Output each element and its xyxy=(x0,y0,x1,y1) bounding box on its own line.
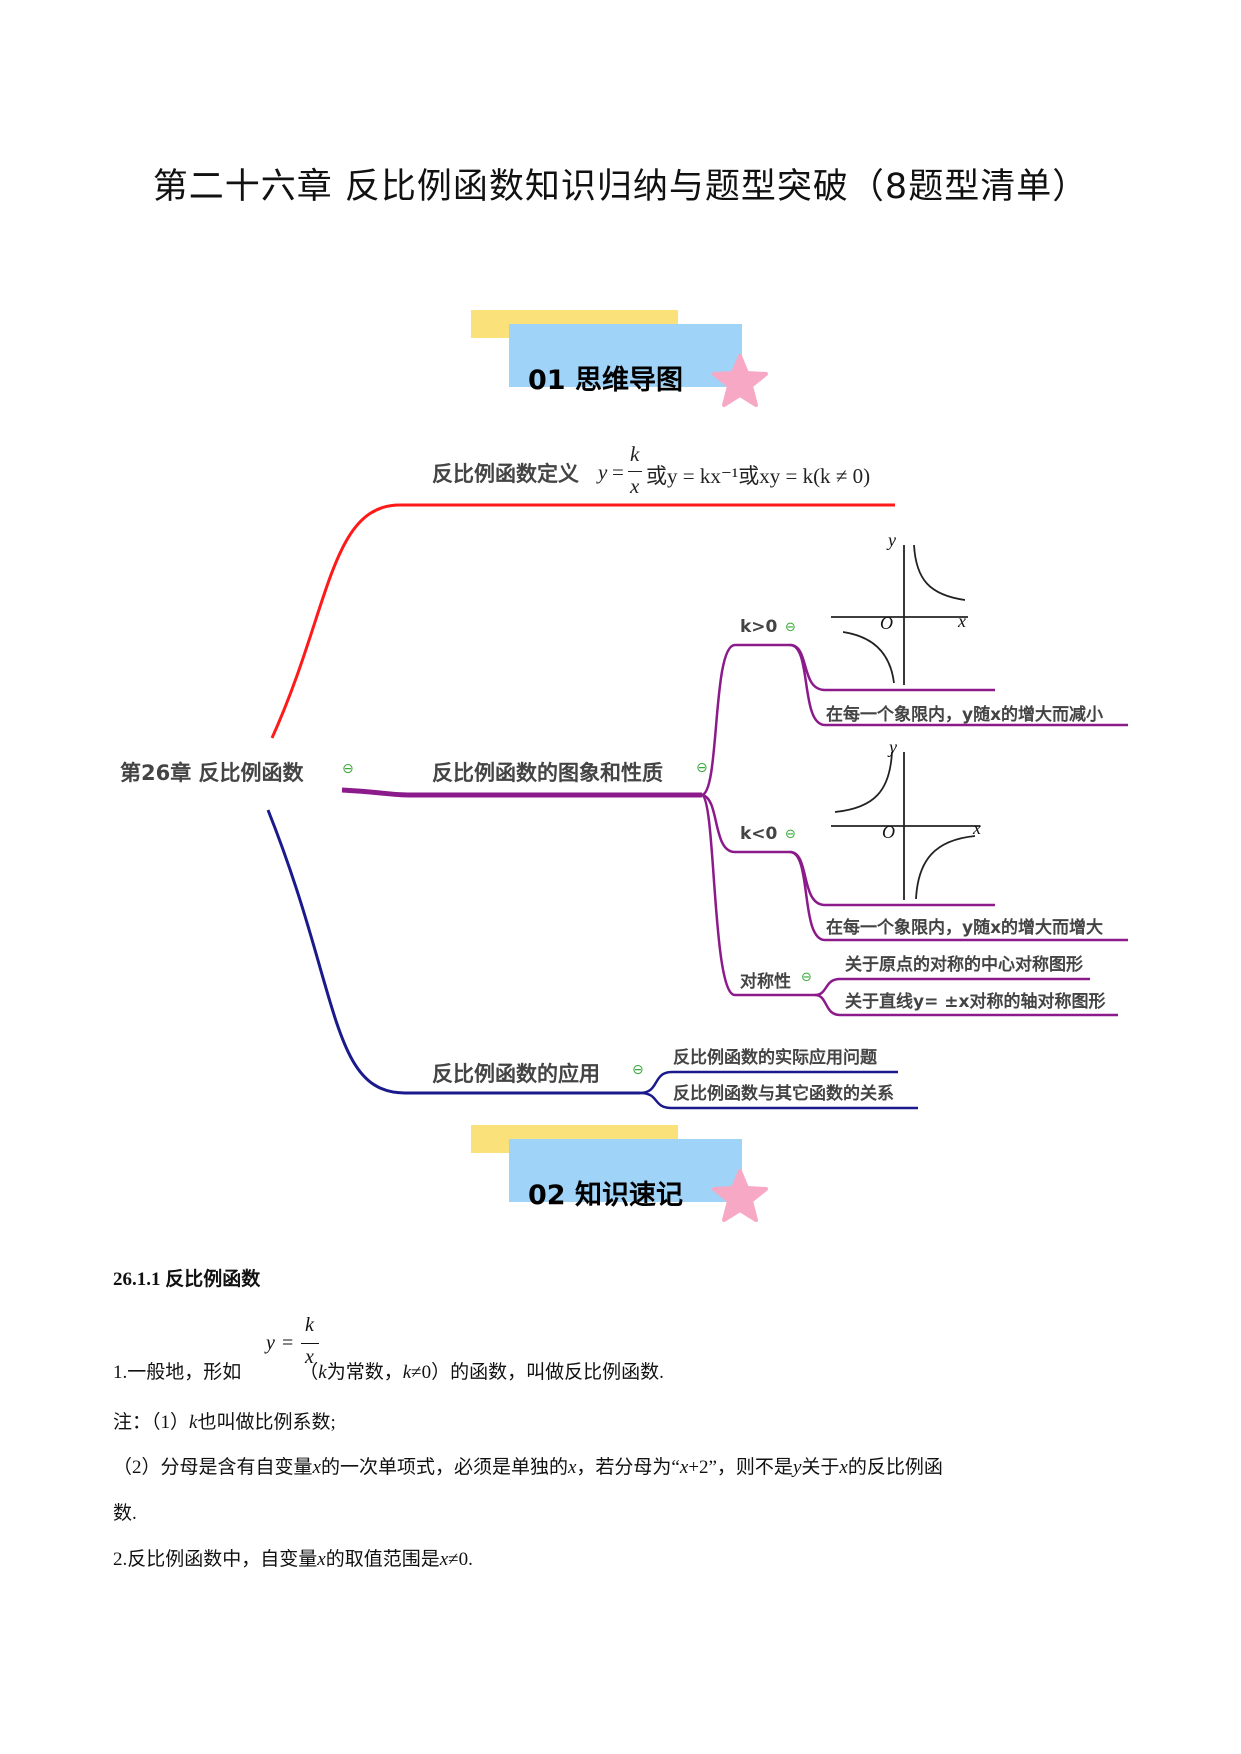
graph-k-positive xyxy=(831,544,968,685)
k-positive-desc: 在每一个象限内，y随x的增大而减小 xyxy=(826,705,1104,725)
star-icon xyxy=(712,1169,768,1222)
formula-y-eq-k-over-x: y = k x xyxy=(266,1314,326,1376)
graph-property-label: 反比例函数的图象和性质 xyxy=(432,761,663,785)
star-icon xyxy=(712,354,768,407)
banner-blue-bar xyxy=(509,1139,742,1202)
paragraph-1: 1.一般地，形如（k为常数，k≠0）的函数，叫做反比例函数. xyxy=(113,1362,664,1383)
definition-label: 反比例函数定义 xyxy=(432,462,579,486)
application-item: 反比例函数的实际应用问题 xyxy=(673,1048,877,1068)
graph-k-negative xyxy=(831,751,980,900)
collapse-icon[interactable]: ⊖ xyxy=(785,620,796,635)
note-2: （2）分母是含有自变量x的一次单项式，必须是单独的x，若分母为“x+2”，则不是… xyxy=(113,1457,943,1478)
document-title: 第二十六章 反比例函数知识归纳与题型突破（8题型清单） xyxy=(152,167,1089,207)
k-negative-desc: 在每一个象限内，y随x的增大而增大 xyxy=(826,918,1104,938)
collapse-icon[interactable]: ⊖ xyxy=(632,1062,644,1078)
axis-y-label: y xyxy=(888,530,896,550)
axis-origin-label: O xyxy=(882,822,895,842)
banner-label: 01 思维导图 xyxy=(528,365,683,396)
symmetry-item: 关于原点的对称的中心对称图形 xyxy=(845,955,1083,975)
section-banner-mindmap: 01 思维导图 xyxy=(0,310,1241,440)
collapse-icon[interactable]: ⊖ xyxy=(342,761,354,777)
axis-y-label: y xyxy=(889,737,897,757)
symmetry-label: 对称性 xyxy=(740,972,791,992)
symmetry-item: 关于直线y= ±x对称的轴对称图形 xyxy=(845,992,1106,1012)
mindmap-root: 第26章 反比例函数 xyxy=(120,761,304,785)
note-1: 注：（1）k也叫做比例系数; xyxy=(113,1412,336,1433)
note-2-continued: 数. xyxy=(113,1503,137,1524)
axis-x-label: x xyxy=(958,611,966,631)
k-positive-label: k>0 xyxy=(740,617,778,637)
axis-origin-label: O xyxy=(880,613,893,633)
collapse-icon[interactable]: ⊖ xyxy=(696,760,708,776)
collapse-icon[interactable]: ⊖ xyxy=(785,827,796,842)
paragraph-2: 2.反比例函数中，自变量x的取值范围是x≠0. xyxy=(113,1549,473,1570)
application-label: 反比例函数的应用 xyxy=(432,1062,600,1086)
application-item: 反比例函数与其它函数的关系 xyxy=(673,1084,894,1104)
k-negative-label: k<0 xyxy=(740,824,778,844)
section-banner-knowledge: 02 知识速记 xyxy=(0,1125,1241,1255)
banner-label: 02 知识速记 xyxy=(528,1180,683,1211)
axis-x-label: x xyxy=(973,818,981,838)
collapse-icon[interactable]: ⊖ xyxy=(801,970,812,985)
banner-blue-bar xyxy=(509,324,742,387)
section-heading: 26.1.1 反比例函数 xyxy=(113,1269,261,1290)
